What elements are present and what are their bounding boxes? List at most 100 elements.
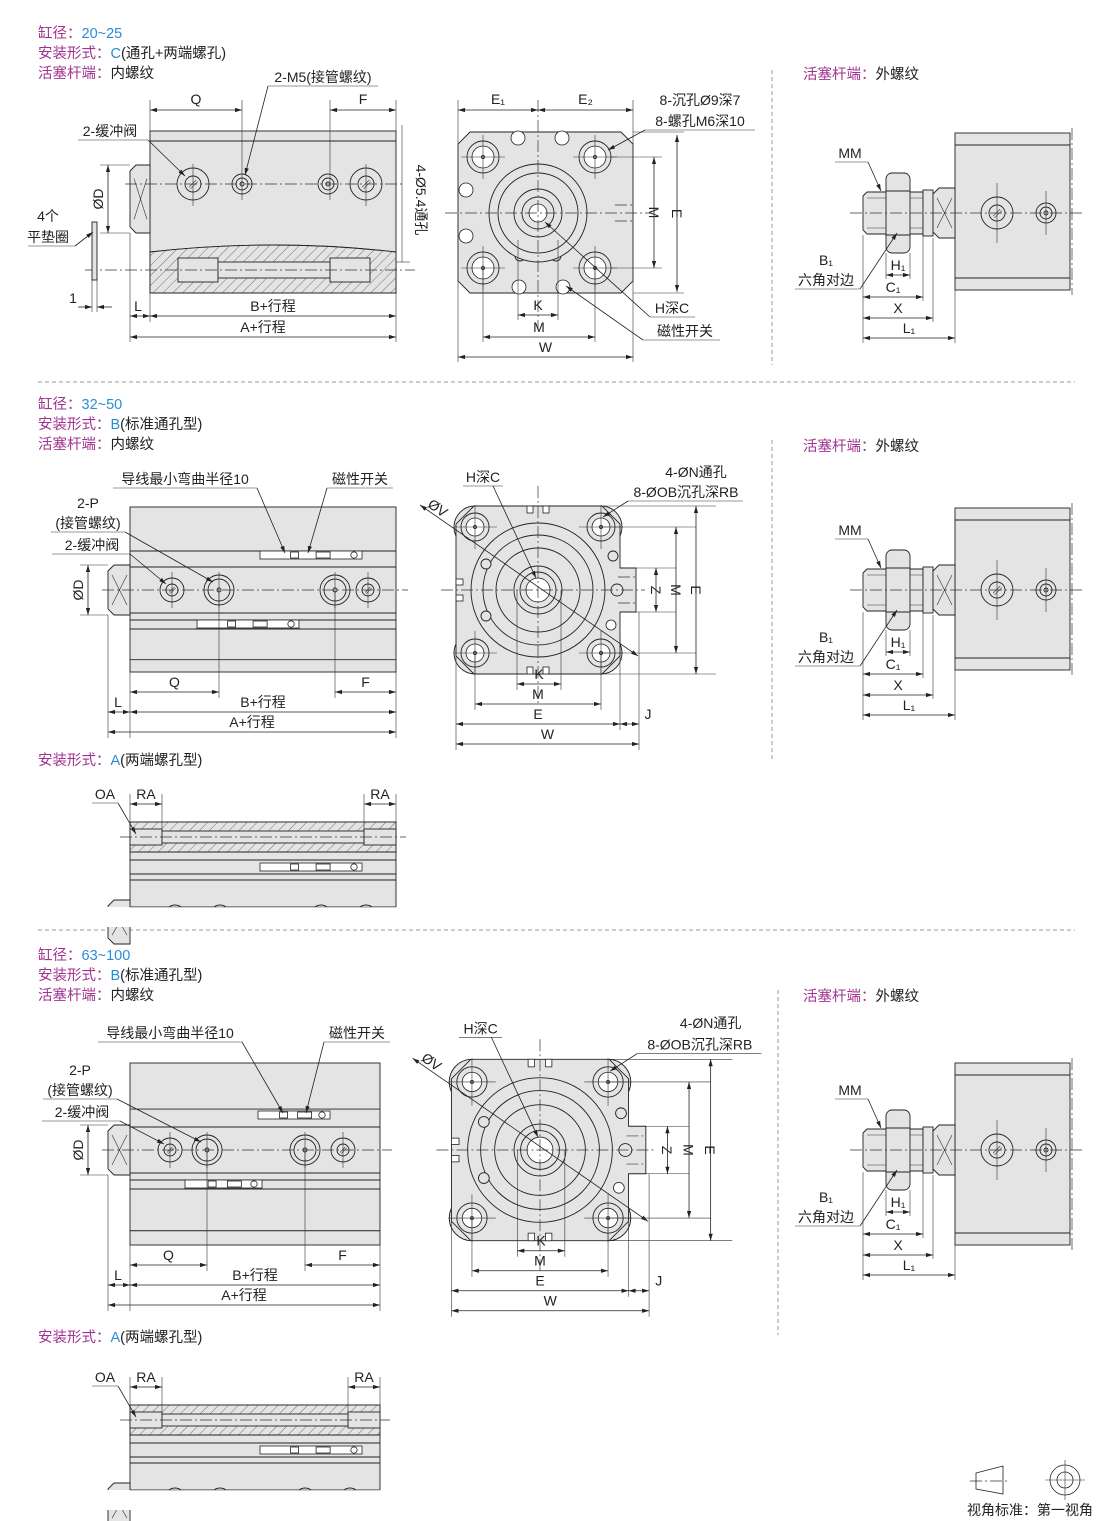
first-angle-projection-symbol: 视角标准：第一视角 [967, 1460, 1093, 1518]
switch-bottom-part [227, 620, 237, 628]
cushion-valve-slot [340, 1147, 347, 1154]
rod-hex-x [936, 197, 953, 229]
cushion-valve-slot [361, 179, 370, 188]
switch-groove [613, 1182, 625, 1194]
hex-flats-label: 六角对边 [798, 272, 854, 288]
mount-desc: (标准通孔型) [120, 968, 203, 984]
tapped-hole-label-leader [607, 129, 646, 151]
cushion-label: 2-缓冲阀 [65, 537, 119, 553]
rod-end-x [111, 1134, 128, 1166]
ext-rod-label: 活塞杆端： [803, 67, 876, 83]
cushion-valve-slot [994, 587, 1003, 596]
switch-hole [615, 1107, 627, 1120]
mount-label: 安装形式： [38, 968, 111, 984]
small-hole [480, 558, 492, 570]
t-slot [527, 1058, 535, 1068]
dim-a-stroke: A+行程 [240, 319, 286, 335]
through-hole-label: 4-ØN通孔 [680, 1015, 741, 1031]
bore-value: 32~50 [81, 397, 123, 413]
mount-a-code: A [110, 1330, 121, 1346]
b1-label: B₁ [819, 629, 833, 645]
small-hole [477, 1172, 490, 1184]
b1-label: B₁ [819, 252, 833, 268]
oa-label: OA [95, 1369, 116, 1385]
magnetic-switch-label: 磁性开关 [657, 323, 713, 339]
section1-header: 缸径：20~25 安装形式：C(通孔+两端螺孔) 活塞杆端：内螺纹 [38, 24, 226, 84]
mount-line: 安装形式：B(标准通孔型) [38, 966, 202, 986]
cushion-valve-slot [190, 181, 199, 190]
mount-desc: (标准通孔型) [120, 417, 203, 433]
t-slot [527, 1232, 535, 1242]
through-hole-label: 4-ØN通孔 [665, 464, 726, 480]
through-hole-label: 4-Ø5.4通孔 [413, 165, 429, 236]
tapped-hole-label: 8-螺孔M6深10 [655, 113, 745, 129]
dim-c1: C₁ [886, 656, 901, 672]
dim-w: W [539, 339, 553, 355]
cushion-valve-slot [167, 1147, 174, 1154]
rod-value: 内螺纹 [110, 437, 155, 453]
dim-b-stroke: B+行程 [232, 1267, 278, 1283]
magnetic-switch-label: 磁性开关 [329, 1025, 385, 1041]
dim-f: F [361, 674, 370, 690]
rod-value: 内螺纹 [110, 66, 155, 82]
switch-bottom-part [226, 1180, 242, 1188]
dim-v-line [412, 1057, 649, 1222]
mount-a-label: 安装形式： [38, 1330, 111, 1346]
rod-hex-x [936, 574, 953, 606]
t-slot [451, 1137, 460, 1145]
mm-label: MM [838, 522, 861, 538]
t-slot [451, 1155, 460, 1163]
hex-flats-label-leader [859, 232, 898, 290]
hex-flats-label-leader [859, 1169, 898, 1227]
bore-label: 缸径： [38, 948, 82, 964]
dim-e-vertical: E [702, 1145, 718, 1154]
counterbore-label: 8-ØOB沉孔深RB [647, 1037, 752, 1053]
dim-e-vertical: E [669, 209, 685, 218]
dim-h1: H₁ [891, 1194, 906, 1210]
switch-top [259, 550, 363, 560]
rod-label: 活塞杆端： [38, 66, 111, 82]
switch [259, 862, 363, 872]
oa-label-leader [117, 1385, 137, 1418]
dim-l1: L₁ [903, 320, 916, 336]
mm-label-leader [867, 538, 882, 569]
mount-label: 安装形式： [38, 417, 111, 433]
dim-l: L [114, 694, 122, 710]
switch-top-part [297, 1111, 313, 1119]
mm-label-leader [867, 161, 882, 192]
mask [105, 1490, 395, 1510]
view-standard-label: 视角标准：第一视角 [967, 1502, 1093, 1518]
dim-l1: L₁ [903, 1257, 916, 1273]
small-hole [477, 1116, 490, 1128]
cushion-label-leader [119, 1120, 165, 1145]
h-depth-label: H深C [466, 469, 500, 485]
ext-rod-value: 外螺纹 [875, 67, 920, 83]
switch-screw [350, 1446, 358, 1454]
mm-label: MM [838, 1082, 861, 1098]
dim-x: X [893, 1237, 903, 1253]
mount-a-desc: (两端螺孔型) [120, 753, 203, 769]
ext-rod-label: 活塞杆端： [803, 989, 876, 1005]
dim-k: K [536, 1233, 546, 1249]
switch-part [315, 1446, 331, 1454]
counterbore-label-leader [602, 500, 629, 518]
port-label: 2-P [77, 495, 99, 511]
port-desc-label: (接管螺纹) [55, 515, 120, 531]
rod-end [129, 164, 151, 234]
wire-bend-radius-label-leader [241, 1041, 284, 1114]
switch-screw [350, 863, 358, 871]
dim-m-horizontal: M [533, 319, 545, 335]
switch-groove [511, 279, 527, 295]
port-desc-label-leader [124, 531, 214, 583]
dim-e-vertical: E [688, 585, 704, 594]
dim-b-stroke: B+行程 [240, 694, 286, 710]
section2-right-header: 活塞杆端：外螺纹 [803, 437, 919, 457]
dim-w: W [541, 726, 555, 742]
cushion-valve-slot [992, 585, 1001, 594]
cushion-valve-slot [363, 181, 372, 190]
dim-c1: C₁ [886, 1216, 901, 1232]
